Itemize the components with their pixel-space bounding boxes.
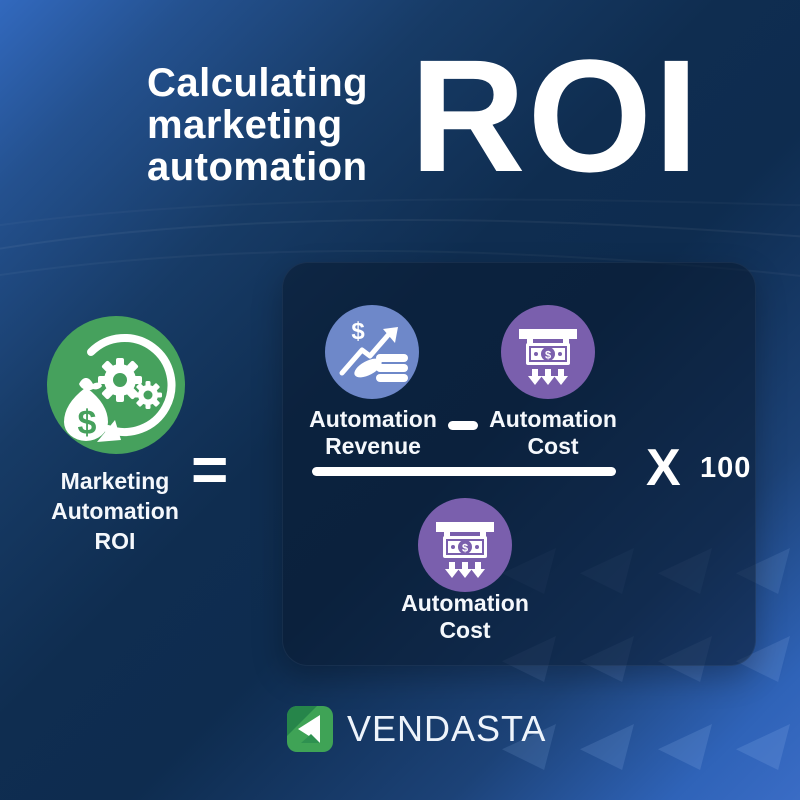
equals-sign: = (191, 433, 229, 505)
automation-cost-badge-top: $ (501, 305, 595, 399)
brand-name: VENDASTA (347, 708, 547, 749)
dollar-glyph: $ (351, 318, 365, 345)
minus-sign (448, 421, 478, 430)
numerator-cost-label: Automation Cost (478, 406, 628, 460)
dollar-glyph: $ (545, 350, 551, 362)
brand-lockup: VENDASTA (287, 706, 546, 752)
vendasta-logo-icon (287, 706, 333, 752)
title-line-1: Calculating (147, 61, 369, 105)
title-line-3: automation (147, 145, 368, 189)
automation-cost-badge-bottom: $ (418, 498, 512, 592)
dollar-glyph: $ (462, 543, 468, 555)
result-label-line3: ROI (94, 528, 136, 554)
numerator-revenue-label: Automation Revenue (298, 406, 448, 460)
title-roi: ROI (410, 26, 701, 205)
result-label: Marketing Automation ROI (25, 466, 205, 556)
numerator-cost-line2: Cost (527, 433, 579, 459)
cash-dispenser-icon: $ (519, 329, 577, 385)
denominator-cost-line1: Automation (401, 590, 529, 616)
times-sign: X (646, 439, 681, 497)
triangle-decoration (580, 724, 634, 770)
numerator-revenue-line1: Automation (309, 406, 437, 432)
denominator-cost-line2: Cost (439, 617, 491, 643)
triangle-decoration (736, 724, 790, 770)
denominator-cost-label: Automation Cost (390, 590, 540, 644)
marketing-automation-roi-badge: $ (47, 316, 185, 454)
triangle-decoration (658, 724, 712, 770)
result-label-line2: Automation (51, 498, 179, 524)
fraction-bar (312, 467, 616, 476)
money-bag-gears-cycle-icon: $ (64, 334, 176, 442)
multiplier-value: 100 (700, 452, 752, 484)
numerator-revenue-line2: Revenue (325, 433, 421, 459)
automation-revenue-badge: $ (325, 305, 419, 399)
title-line-2: marketing (147, 103, 343, 147)
result-label-line1: Marketing (60, 468, 170, 494)
dollar-growth-coins-icon: $ (339, 318, 408, 382)
numerator-cost-line1: Automation (489, 406, 617, 432)
page-title: Calculating marketing automation (147, 62, 368, 188)
cash-dispenser-icon: $ (436, 522, 494, 578)
dollar-glyph: $ (78, 404, 97, 442)
